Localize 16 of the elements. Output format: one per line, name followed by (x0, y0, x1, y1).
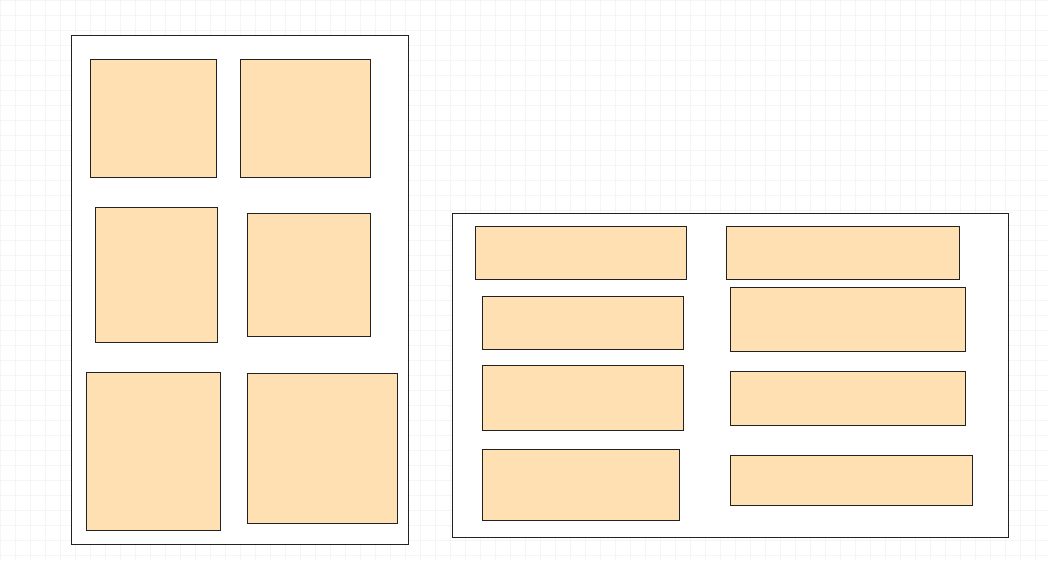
filled-block (725, 225, 960, 280)
filled-block (481, 295, 684, 350)
filled-block (729, 454, 973, 506)
filled-block (481, 364, 684, 431)
filled-block (89, 58, 217, 178)
filled-block (94, 206, 218, 343)
filled-block (239, 58, 371, 178)
filled-block (246, 212, 371, 337)
filled-block (85, 371, 221, 531)
container-panel (71, 35, 409, 545)
filled-block (474, 225, 687, 280)
filled-block (481, 448, 680, 521)
filled-block (246, 372, 398, 524)
filled-block (729, 370, 966, 426)
container-panel (452, 213, 1009, 538)
filled-block (729, 286, 966, 352)
